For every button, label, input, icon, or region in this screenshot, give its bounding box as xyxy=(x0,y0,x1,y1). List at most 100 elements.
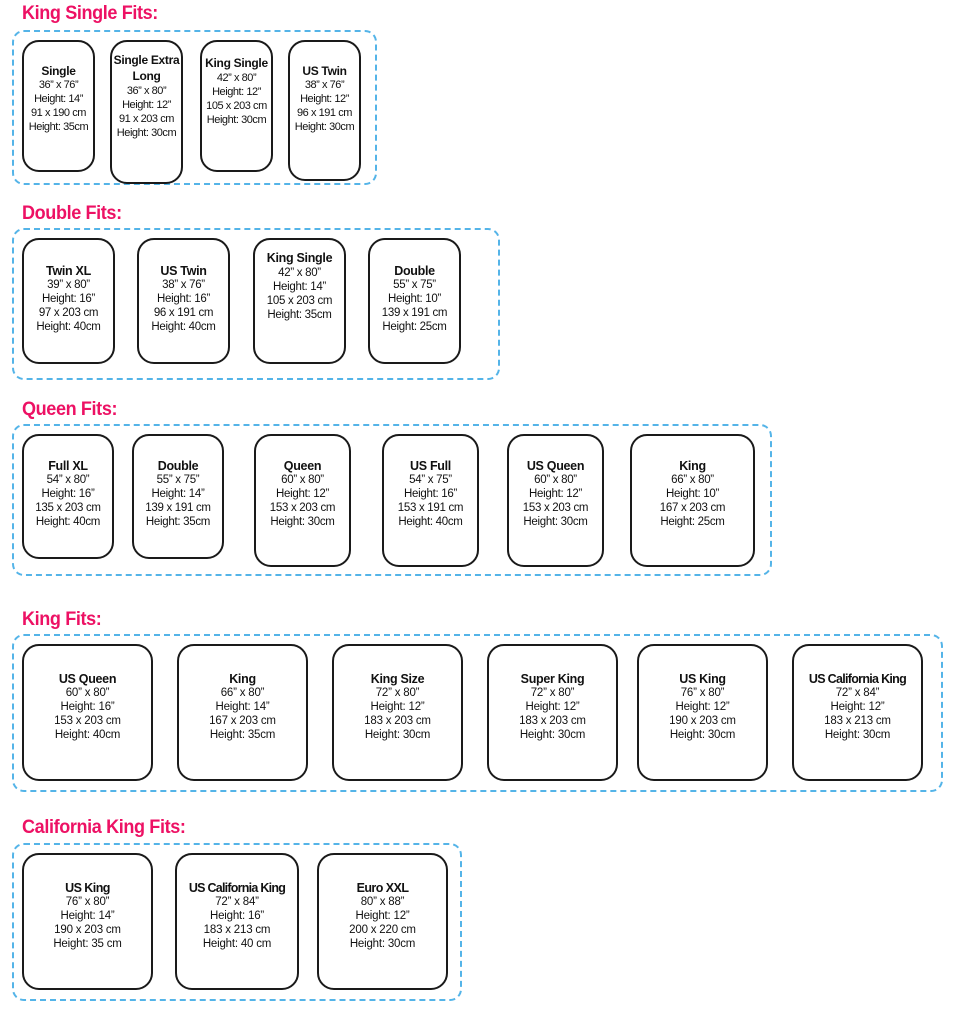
card-line-dimensions-cm: 190 x 203 cm xyxy=(54,924,121,936)
card-line-height-cm: Height: 30cm xyxy=(824,729,891,741)
card-line-height-in: Height: 16” xyxy=(157,293,210,305)
group-box-king-single-fits: Single 36” x 76” Height: 14” 91 x 190 cm… xyxy=(12,30,377,185)
card-line-dimensions: 72” x 80” xyxy=(375,687,420,699)
card-title: Queen xyxy=(283,459,322,473)
card-line-dimensions: 55” x 75” xyxy=(156,474,200,486)
card-line-height-in: Height: 16” xyxy=(41,488,95,500)
card-line-height-cm: Height: 40cm xyxy=(151,321,216,333)
card-us-full[interactable]: US Full 54” x 75” Height: 16” 153 x 191 … xyxy=(382,434,479,567)
card-us-queen[interactable]: US Queen 60” x 80” Height: 12” 153 x 203… xyxy=(507,434,604,567)
card-us-california-king[interactable]: US California King 72” x 84” Height: 12”… xyxy=(792,644,923,781)
card-line-dimensions-cm: 183 x 203 cm xyxy=(364,715,431,727)
card-line-height-cm: Height: 35 cm xyxy=(53,938,122,950)
card-king-size[interactable]: King Size 72” x 80” Height: 12” 183 x 20… xyxy=(332,644,463,781)
card-line-height-in: Height: 12” xyxy=(529,488,582,500)
group-box-double-fits: Twin XL 39” x 80” Height: 16” 97 x 203 c… xyxy=(12,228,500,380)
card-line-dimensions-cm: 139 x 191 cm xyxy=(381,307,448,319)
card-us-twin[interactable]: US Twin 38” x 76” Height: 12” 96 x 191 c… xyxy=(288,40,361,181)
card-line-height-in: Height: 16” xyxy=(209,910,265,922)
card-line-dimensions: 66” x 80” xyxy=(220,687,265,699)
card-title: King Single xyxy=(205,56,268,70)
card-line-dimensions-cm: 153 x 203 cm xyxy=(54,715,121,727)
card-queen[interactable]: Queen 60” x 80” Height: 12” 153 x 203 cm… xyxy=(254,434,351,567)
card-title: US King xyxy=(679,672,726,686)
card-line-height-cm: Height: 35cm xyxy=(28,121,89,133)
card-line-height-in: Height: 14” xyxy=(34,93,83,105)
card-line-height-cm: Height: 30cm xyxy=(116,127,177,139)
card-king-single[interactable]: King Single 42” x 80” Height: 14” 105 x … xyxy=(253,238,346,364)
card-line-dimensions-cm: 200 x 220 cm xyxy=(349,924,416,936)
card-us-king[interactable]: US King 76” x 80” Height: 12” 190 x 203 … xyxy=(637,644,768,781)
card-twin-xl[interactable]: Twin XL 39” x 80” Height: 16” 97 x 203 c… xyxy=(22,238,115,364)
card-line-dimensions-cm: 105 x 203 cm xyxy=(266,295,333,307)
group-box-queen-fits: Full XL 54” x 80” Height: 16” 135 x 203 … xyxy=(12,424,772,576)
card-line-height-cm: Height: 30cm xyxy=(364,729,431,741)
card-us-california-king[interactable]: US California King 72” x 84” Height: 16”… xyxy=(175,853,299,990)
card-single[interactable]: Single 36” x 76” Height: 14” 91 x 190 cm… xyxy=(22,40,95,172)
card-line-height-cm: Height: 40 cm xyxy=(202,938,272,950)
card-line-dimensions-cm: 91 x 190 cm xyxy=(31,107,86,119)
card-title: US California King xyxy=(188,881,286,895)
card-line-height-cm: Height: 30cm xyxy=(270,516,335,528)
card-line-dimensions: 72” x 84” xyxy=(835,687,880,699)
card-line-height-in: Height: 16” xyxy=(404,488,457,500)
card-line-dimensions: 38” x 76” xyxy=(304,79,345,91)
card-line-dimensions: 55” x 75” xyxy=(393,279,436,291)
card-title: Single Extra Long xyxy=(113,53,180,83)
card-line-dimensions-cm: 96 x 191 cm xyxy=(297,107,352,119)
card-us-king[interactable]: US King 76” x 80” Height: 14” 190 x 203 … xyxy=(22,853,153,990)
card-king[interactable]: King 66” x 80” Height: 10” 167 x 203 cm … xyxy=(630,434,755,567)
card-single-extra-long[interactable]: Single Extra Long 36” x 80” Height: 12” … xyxy=(110,40,183,184)
card-line-dimensions-cm: 153 x 191 cm xyxy=(397,502,464,514)
card-title: US Twin xyxy=(302,64,347,78)
card-line-height-in: Height: 14” xyxy=(151,488,205,500)
card-full-xl[interactable]: Full XL 54” x 80” Height: 16” 135 x 203 … xyxy=(22,434,114,559)
card-line-height-cm: Height: 40cm xyxy=(54,729,121,741)
card-double[interactable]: Double 55” x 75” Height: 10” 139 x 191 c… xyxy=(368,238,461,364)
card-line-height-in: Height: 16” xyxy=(60,701,115,713)
card-title: Double xyxy=(394,264,435,278)
card-line-dimensions: 80” x 88” xyxy=(360,896,405,908)
section-title-double-fits: Double Fits: xyxy=(22,203,122,224)
card-line-dimensions: 72” x 80” xyxy=(530,687,575,699)
card-double[interactable]: Double 55” x 75” Height: 14” 139 x 191 c… xyxy=(132,434,224,559)
card-line-height-cm: Height: 40cm xyxy=(35,516,101,528)
card-line-dimensions: 60” x 80” xyxy=(281,474,324,486)
card-us-twin[interactable]: US Twin 38” x 76” Height: 16” 96 x 191 c… xyxy=(137,238,230,364)
card-line-dimensions: 66” x 80” xyxy=(671,474,714,486)
card-king[interactable]: King 66” x 80” Height: 14” 167 x 203 cm … xyxy=(177,644,308,781)
card-line-height-in: Height: 10” xyxy=(388,293,441,305)
card-line-dimensions-cm: 183 x 203 cm xyxy=(519,715,586,727)
card-line-dimensions-cm: 91 x 203 cm xyxy=(119,113,174,125)
card-title: US Full xyxy=(410,459,451,473)
card-line-dimensions: 38” x 76” xyxy=(162,279,205,291)
section-title-king-fits: King Fits: xyxy=(22,609,102,630)
section-title-king-single-fits: King Single Fits: xyxy=(22,3,158,24)
card-line-height-cm: Height: 35cm xyxy=(209,729,276,741)
card-us-queen[interactable]: US Queen 60” x 80” Height: 16” 153 x 203… xyxy=(22,644,153,781)
card-line-dimensions: 76” x 80” xyxy=(680,687,725,699)
card-line-dimensions: 36” x 80” xyxy=(126,85,167,97)
card-line-dimensions-cm: 190 x 203 cm xyxy=(669,715,736,727)
card-super-king[interactable]: Super King 72” x 80” Height: 12” 183 x 2… xyxy=(487,644,618,781)
card-line-height-cm: Height: 30cm xyxy=(523,516,588,528)
card-king-single[interactable]: King Single 42” x 80” Height: 12” 105 x … xyxy=(200,40,273,172)
card-line-height-cm: Height: 35cm xyxy=(145,516,211,528)
card-line-height-cm: Height: 30cm xyxy=(206,114,267,126)
card-line-height-cm: Height: 35cm xyxy=(267,309,332,321)
card-line-height-in: Height: 12” xyxy=(675,701,730,713)
card-line-dimensions-cm: 153 x 203 cm xyxy=(269,502,336,514)
card-line-height-cm: Height: 30cm xyxy=(349,938,416,950)
card-line-dimensions-cm: 183 x 213 cm xyxy=(203,924,271,936)
card-line-height-in: Height: 14” xyxy=(273,281,326,293)
card-line-height-in: Height: 12” xyxy=(122,99,171,111)
card-line-dimensions-cm: 139 x 191 cm xyxy=(145,502,211,514)
card-line-dimensions: 54” x 80” xyxy=(46,474,90,486)
card-line-dimensions-cm: 167 x 203 cm xyxy=(659,502,726,514)
card-euro-xxl[interactable]: Euro XXL 80” x 88” Height: 12” 200 x 220… xyxy=(317,853,448,990)
card-line-height-in: Height: 10” xyxy=(666,488,719,500)
card-line-dimensions-cm: 183 x 213 cm xyxy=(824,715,891,727)
card-line-dimensions: 39” x 80” xyxy=(47,279,90,291)
card-line-height-in: Height: 12” xyxy=(525,701,580,713)
